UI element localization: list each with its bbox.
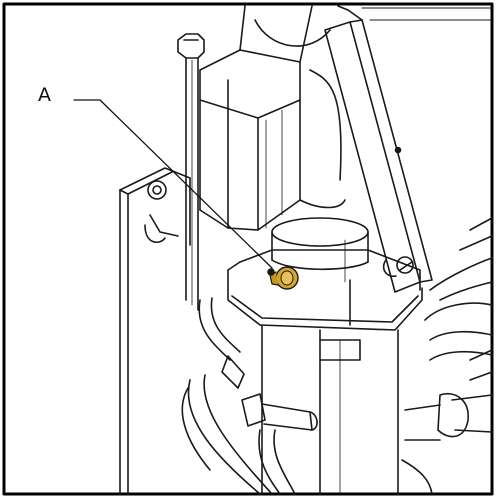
callout-label-a: A (38, 84, 51, 106)
hose-assembly (181, 297, 273, 495)
brass-fitting (267, 266, 299, 290)
motor-housing (199, 5, 346, 231)
pump-body (227, 217, 423, 495)
cabinet-side-panel (119, 167, 191, 495)
bottom-fittings (241, 349, 493, 495)
secondary-unit (424, 217, 493, 361)
lever-arm (324, 5, 493, 293)
vertical-rod (177, 33, 205, 311)
callout-leader-line (73, 99, 273, 269)
